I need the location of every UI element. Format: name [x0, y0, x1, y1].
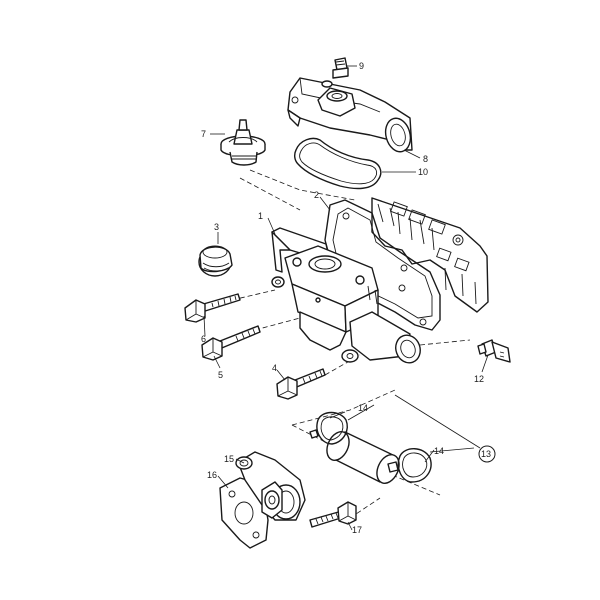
callout-16: 16 [207, 470, 217, 480]
callout-13: 13 [481, 449, 491, 459]
bolt-5 [201, 325, 261, 361]
thermostat [220, 119, 266, 166]
callout-15: 15 [224, 454, 234, 464]
callout-8: 8 [423, 154, 428, 164]
callout-13-circle [478, 445, 496, 463]
callout-12: 12 [474, 374, 484, 384]
hose-with-clamps [309, 411, 432, 484]
bolt-6 [184, 293, 241, 323]
temperature-sensor [477, 339, 511, 363]
callout-5: 5 [218, 370, 223, 380]
callout-10: 10 [418, 167, 428, 177]
callout-14-upper: 14 [358, 403, 368, 413]
water-outlet-elbow [287, 77, 413, 153]
callout-1: 1 [258, 211, 263, 221]
bleed-screw [332, 57, 349, 79]
thermostat-housing [271, 227, 421, 364]
callout-6: 6 [201, 334, 206, 344]
callouts: 1 2 3 4 5 6 7 8 9 10 12 13 14 14 15 16 1… [201, 61, 496, 535]
callout-9: 9 [359, 61, 364, 71]
callout-2: 2 [314, 190, 319, 200]
callout-4: 4 [272, 363, 277, 373]
bolt-17 [309, 501, 357, 528]
pipe-flange [219, 451, 306, 549]
leader-lines [203, 65, 489, 531]
cap-plug [198, 245, 233, 277]
o-ring-seal [293, 137, 382, 190]
cylinder-head-outline [371, 197, 489, 313]
bolt-4 [276, 368, 326, 400]
callout-7: 7 [201, 129, 206, 139]
callout-17: 17 [352, 525, 362, 535]
callout-3: 3 [214, 222, 219, 232]
callout-14-lower: 14 [434, 446, 444, 456]
